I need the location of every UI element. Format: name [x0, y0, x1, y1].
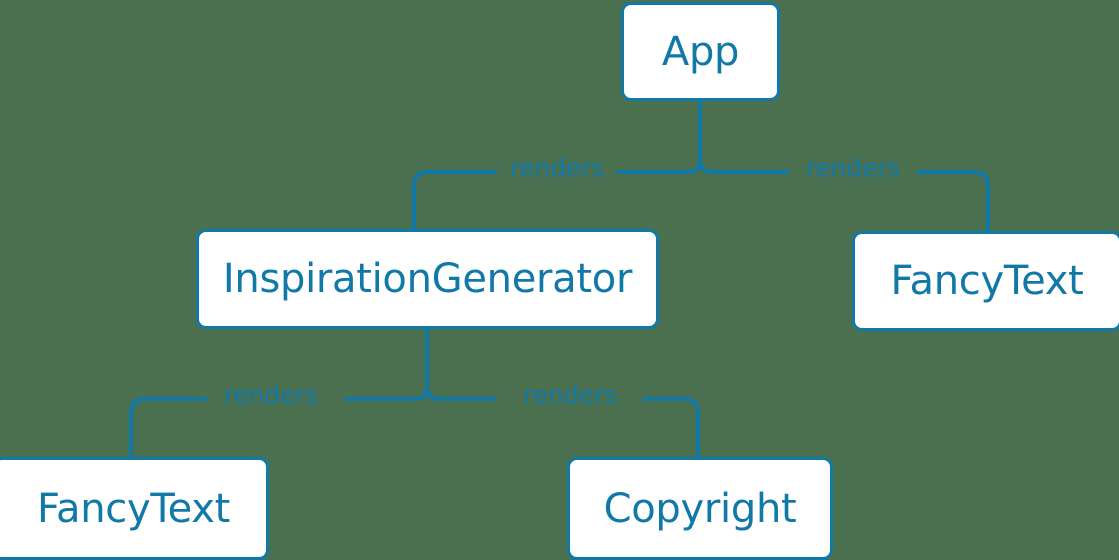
node-inspiration-generator[interactable]: InspirationGenerator — [196, 229, 659, 329]
edge-label-app-fancytext: renders — [805, 153, 901, 183]
node-app[interactable]: App — [621, 2, 780, 101]
node-app-label: App — [661, 28, 740, 75]
edge-ig-copyright-right-seg — [643, 397, 700, 457]
node-fancytext-right[interactable]: FancyText — [852, 231, 1119, 331]
edge-app-split-right — [698, 159, 713, 174]
node-inspiration-generator-label: InspirationGenerator — [222, 256, 633, 302]
node-copyright[interactable]: Copyright — [567, 457, 833, 560]
node-fancytext-bottom-label: FancyText — [36, 485, 231, 532]
edge-ig-split-right — [425, 386, 440, 401]
edge-label-app-inspiration: renders — [509, 153, 605, 183]
node-fancytext-right-label: FancyText — [890, 258, 1084, 304]
edge-label-inspiration-copyright: renders — [522, 380, 618, 410]
edge-label-inspiration-fancytext: renders — [223, 380, 319, 410]
edge-app-inspiration-left-seg — [412, 170, 497, 229]
node-fancytext-bottom[interactable]: FancyText — [0, 457, 269, 560]
edge-ig-fancytext-left-seg — [129, 397, 207, 457]
node-copyright-label: Copyright — [603, 485, 797, 532]
edge-app-fancytext-right-seg — [917, 170, 990, 231]
